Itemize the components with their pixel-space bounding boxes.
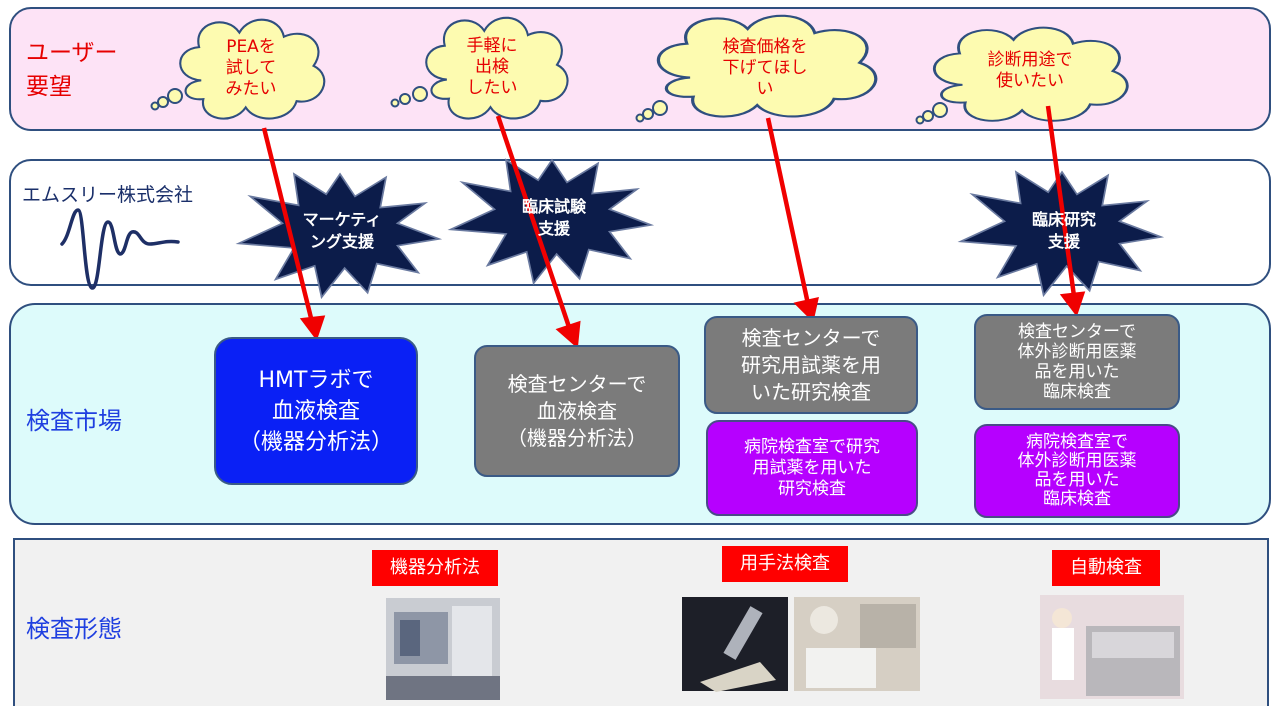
automatic-test-tag: 自動検査 xyxy=(1052,550,1160,586)
arrow-2 xyxy=(495,115,573,331)
hmt-lab-blood-test-box: HMTラボで 血液検査 （機器分析法） xyxy=(214,337,418,485)
arrow-3 xyxy=(765,117,811,305)
clinical-trial-support-text: 臨床試験 支援 xyxy=(521,197,586,238)
manual-pipette-image xyxy=(682,597,788,692)
instrument-analysis-tag: 機器分析法 xyxy=(372,550,498,586)
company-logo-icon xyxy=(60,208,180,290)
wish-text-try-pea: PEAを 試して みたい xyxy=(225,37,277,99)
arrow-4 xyxy=(1045,105,1077,297)
center-clinical-test-box: 検査センターで 体外診断用医薬 品を用いた 臨床検査 xyxy=(974,314,1180,410)
manual-lab-image xyxy=(794,597,920,691)
instrument-analyzer-image xyxy=(386,598,500,700)
user-request-label: ユーザー 要望 xyxy=(26,40,118,100)
clinical-research-support-text: 臨床研究 支援 xyxy=(1031,210,1096,251)
hospital-research-test-box: 病院検査室で研究 用試薬を用いた 研究検査 xyxy=(706,420,918,516)
center-blood-test-box: 検査センターで 血液検査 （機器分析法） xyxy=(474,345,680,477)
test-form-label: 検査形態 xyxy=(26,615,122,643)
wish-text-lower-price: 検査価格を 下げてほし い xyxy=(722,37,808,99)
wish-cloud-4 xyxy=(915,26,1129,125)
hospital-clinical-test-box: 病院検査室で 体外診断用医薬 品を用いた 臨床検査 xyxy=(974,424,1180,518)
automatic-analyzer-image xyxy=(1040,595,1184,699)
wish-text-easy-submit: 手軽に 出検 したい xyxy=(466,36,518,98)
manual-test-tag: 用手法検査 xyxy=(722,546,848,582)
wish-text-diagnostic-use: 診断用途で 使いたい xyxy=(987,50,1073,91)
company-name-label: エムスリー株式会社 xyxy=(22,184,194,206)
center-research-test-box: 検査センターで 研究用試薬を用 いた研究検査 xyxy=(704,316,918,414)
test-market-label: 検査市場 xyxy=(26,407,122,435)
arrow-1 xyxy=(261,127,315,323)
wish-cloud-3 xyxy=(635,14,878,123)
wish-cloud-2 xyxy=(390,16,569,120)
wish-cloud-1 xyxy=(150,18,326,120)
flow-arrows xyxy=(261,105,1086,349)
marketing-support-text: マーケティ ング支援 xyxy=(302,210,382,251)
